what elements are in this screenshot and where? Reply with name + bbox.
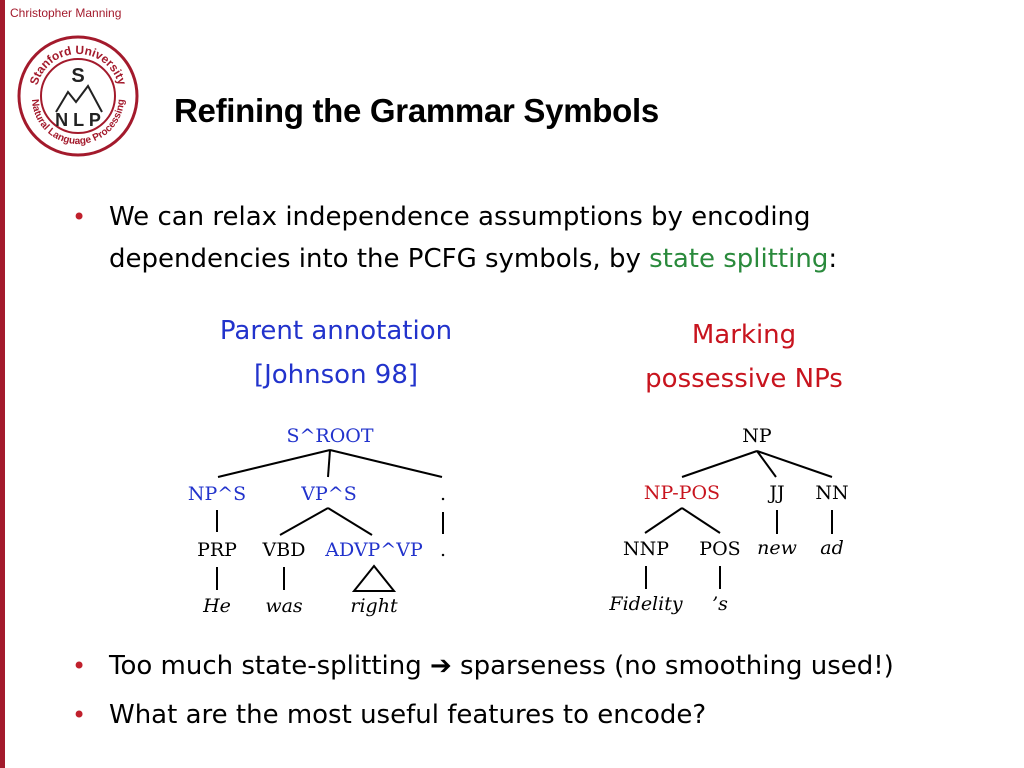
bullet-3-text: What are the most useful features to enc… [109, 700, 707, 730]
tree-word-was: was [265, 595, 303, 617]
tree-word-he: He [202, 595, 231, 617]
caption-left-line2: [Johnson 98] [253, 360, 419, 390]
bullet-1-line2: dependencies into the PCFG symbols, by [109, 244, 650, 274]
left-accent-bar [0, 0, 5, 768]
tree-word-ad: ad [820, 537, 844, 559]
arrow-right-icon: ➔ [430, 651, 452, 681]
tree-node-punct-leaf: . [440, 539, 446, 561]
tree-node-advp: ADVP^VP [324, 539, 423, 561]
bullet-2-post: sparseness (no smoothing used!) [451, 651, 894, 681]
tree-node-nn: NN [815, 482, 848, 504]
tree-node-np-pos: NP-POS [644, 482, 720, 504]
tree-node-pos: POS [699, 538, 740, 560]
tree-node-jj: JJ [767, 482, 784, 504]
caption-possessive: Marking possessive NPs [624, 313, 864, 401]
tree-node-nnp: NNP [623, 538, 669, 560]
tree-node-np: NP^S [188, 483, 246, 505]
tree-word-new: new [757, 537, 797, 559]
bullet-dot: • [72, 652, 87, 680]
tree-word-fidelity: Fidelity [608, 593, 682, 615]
caption-parent-annotation: Parent annotation [Johnson 98] [200, 309, 472, 397]
caption-right-line1: Marking [691, 320, 797, 350]
possessive-np-tree: NP NP-POS JJ NN NNP POS new ad Fidelity … [608, 425, 848, 615]
tree-node-np-root: NP [742, 425, 772, 447]
tree-node-vp: VP^S [300, 483, 356, 505]
logo-letter-s: S [71, 65, 84, 87]
author-name: Christopher Manning [10, 6, 122, 20]
tree-node-prp: PRP [197, 539, 237, 561]
logo-letters-nlp: N L P [55, 110, 101, 130]
bullet-1-line1: We can relax independence assumptions by… [109, 202, 811, 232]
stanford-nlp-logo: Stanford University Natural Language Pro… [17, 35, 139, 157]
tree-word-right: right [350, 595, 398, 617]
tree-node-root: S^ROOT [286, 425, 373, 447]
caption-left-line1: Parent annotation [219, 316, 453, 346]
bullet-dot: • [72, 203, 87, 231]
bullet-dot: • [72, 701, 87, 729]
state-splitting-term: state splitting [649, 244, 829, 274]
bullet-2-pre: Too much state-splitting [109, 651, 430, 681]
tree-word-possessive-s: ’s [712, 593, 728, 615]
tree-node-punct: . [440, 483, 446, 505]
parent-annotation-tree: S^ROOT NP^S VP^S . PRP VBD ADVP^VP . He … [188, 425, 446, 617]
mountain-icon [55, 84, 103, 113]
bullet-1-colon: : [828, 244, 838, 274]
tree-node-vbd: VBD [262, 539, 306, 561]
caption-right-line2: possessive NPs [645, 364, 843, 394]
slide-title: Refining the Grammar Symbols [174, 92, 659, 129]
